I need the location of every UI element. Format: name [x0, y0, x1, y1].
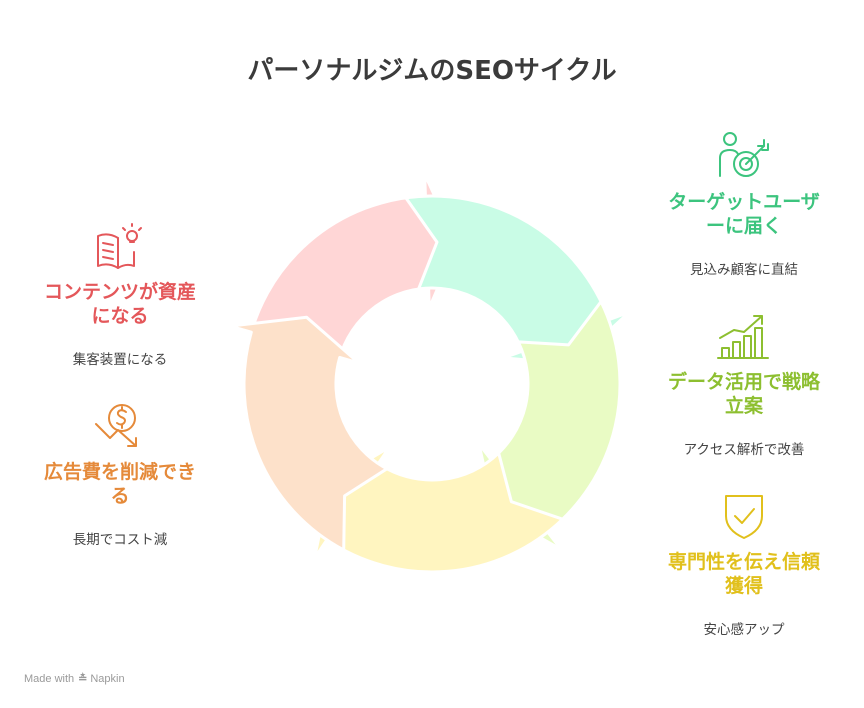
dollar-down-arrow-icon [95, 404, 137, 447]
footer-brand: Napkin [90, 673, 125, 685]
data-heading: データ活用で戦略立案 [667, 371, 820, 417]
book-lightbulb-icon [97, 223, 142, 269]
person-target-icon [719, 132, 769, 177]
item-ads: 広告費を削減できる 長期でコスト減 [40, 398, 200, 548]
trust-heading: 専門性を伝え信頼獲得 [667, 551, 820, 597]
content-heading: コンテンツが資産になる [43, 281, 196, 327]
made-with-napkin-footer: Made with≛Napkin [24, 672, 125, 685]
ads-description: 長期でコスト減 [72, 532, 168, 548]
napkin-logo-icon: ≛ [78, 673, 88, 685]
bar-chart-growth-icon [717, 315, 769, 359]
item-trust: 専門性を伝え信頼獲得 安心感アップ [664, 490, 824, 638]
data-description: アクセス解析で改善 [683, 442, 805, 458]
ads-heading: 広告費を削減できる [43, 461, 196, 507]
footer-made-with: Made with [24, 673, 75, 685]
item-content: コンテンツが資産になる 集客装置になる [40, 222, 200, 368]
item-target: ターゲットユーザーに届く 見込み顧客に直結 [664, 130, 824, 278]
trust-description: 安心感アップ [703, 622, 785, 638]
content-description: 集客装置になる [72, 352, 168, 368]
shield-check-icon [725, 495, 763, 539]
target-heading: ターゲットユーザーに届く [668, 191, 820, 237]
item-data: データ活用で戦略立案 アクセス解析で改善 [664, 310, 824, 458]
cycle-arrow-orange [228, 315, 389, 552]
page-title: パーソナルジムのSEOサイクル [247, 56, 617, 86]
target-description: 見込み顧客に直結 [690, 262, 798, 278]
